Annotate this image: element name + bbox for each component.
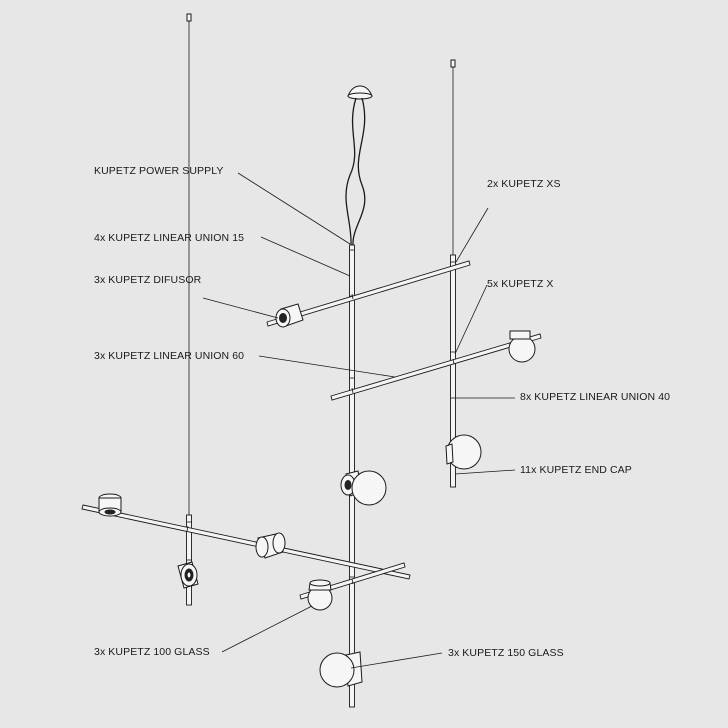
spotlight-upper-left xyxy=(275,303,304,328)
label-linear-union-40: 8x KUPETZ LINEAR UNION 40 xyxy=(520,391,671,403)
label-linear-union-15: 4x KUPETZ LINEAR UNION 15 xyxy=(94,232,245,244)
glass-globe-center xyxy=(351,470,387,506)
spotlight-left-top xyxy=(98,493,122,517)
label-kupetz-x: 5x KUPETZ X xyxy=(487,278,554,290)
label-end-cap: 11x KUPETZ END CAP xyxy=(520,464,632,476)
right-vertical-rod xyxy=(450,254,456,488)
power-supply-canopy xyxy=(345,85,373,246)
leader-lines xyxy=(202,172,516,669)
label-150-glass: 3x KUPETZ 150 GLASS xyxy=(448,647,564,659)
glass-globe-bottom-large xyxy=(319,651,363,688)
glass-globe-right-lower xyxy=(445,434,482,470)
suspension-cables xyxy=(186,13,456,520)
glass-globe-lower-small xyxy=(307,579,333,611)
label-kupetz-xs: 2x KUPETZ XS xyxy=(487,178,561,190)
spotlight-lower-middle xyxy=(255,532,286,559)
label-power-supply: KUPETZ POWER SUPPLY xyxy=(94,165,224,177)
label-linear-union-60: 3x KUPETZ LINEAR UNION 60 xyxy=(94,350,245,362)
label-difusor: 3x KUPETZ DIFUSOR xyxy=(94,274,202,286)
diagonal-arms xyxy=(81,260,542,600)
left-vertical-rod xyxy=(186,514,192,606)
spotlight-left-lower xyxy=(177,561,199,589)
label-100-glass: 3x KUPETZ 100 GLASS xyxy=(94,646,210,658)
glass-globe-right-upper xyxy=(508,330,536,363)
